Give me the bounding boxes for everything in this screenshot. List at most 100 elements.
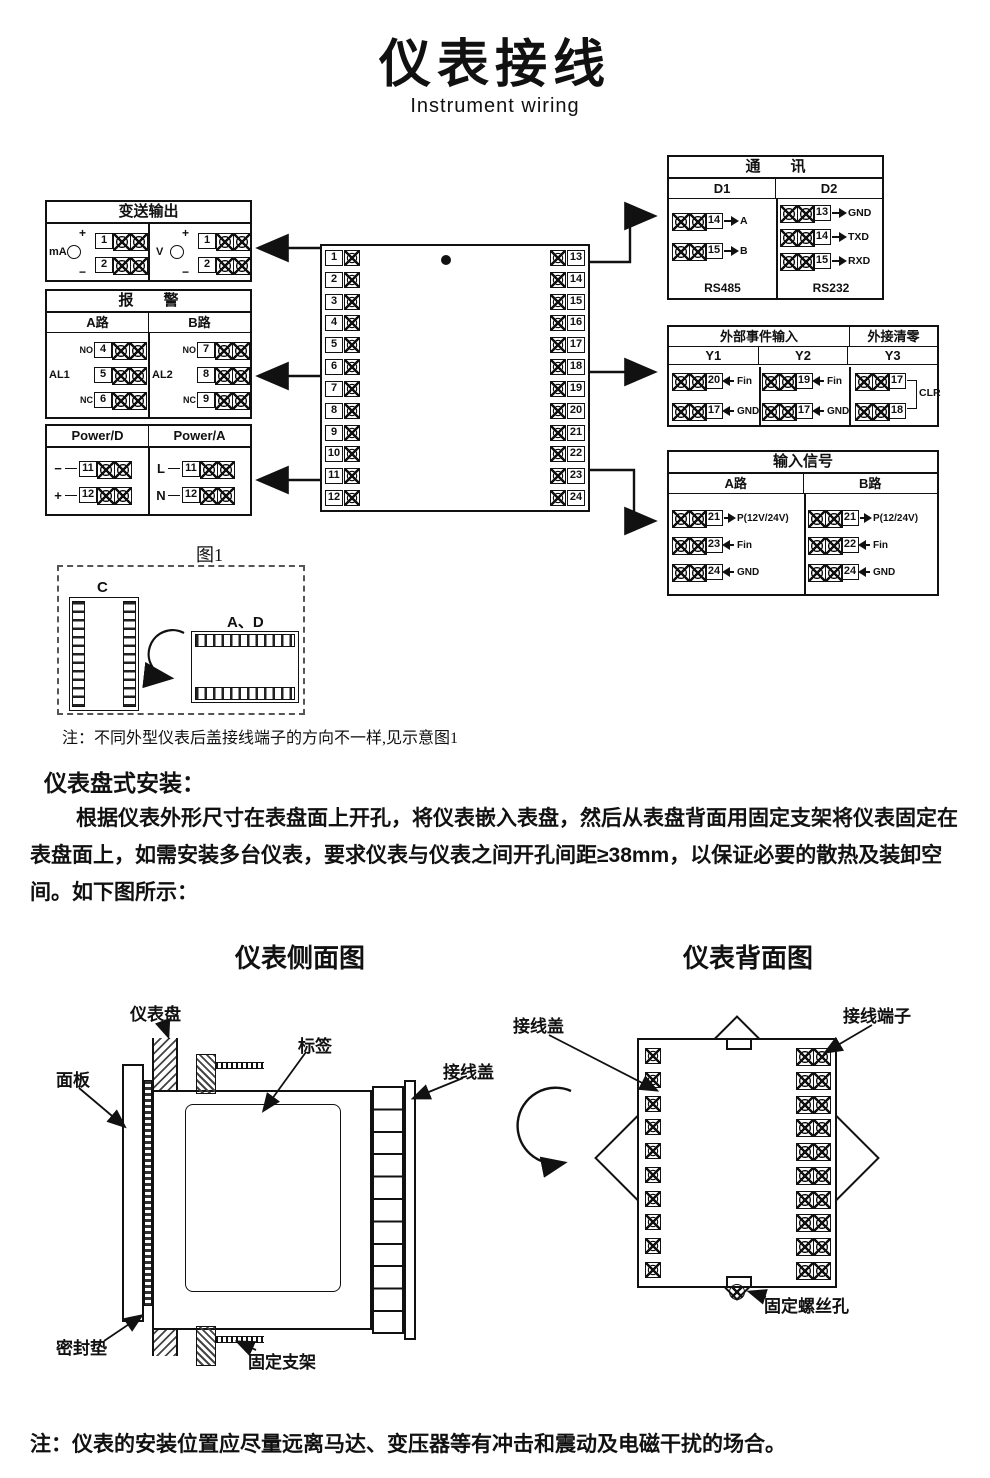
terminal-number: 3 <box>325 293 343 310</box>
screw-icon <box>344 337 360 354</box>
terminal-number: 17 <box>705 403 723 419</box>
contact-tag: NO <box>182 345 197 355</box>
terminal-number: 17 <box>795 403 813 419</box>
terminal: 20 <box>550 402 585 419</box>
v-label: V <box>156 246 164 258</box>
line-sign: L <box>157 461 165 477</box>
transmitter-ma-section: + mA − 1 2 <box>49 224 148 282</box>
rs232-label: RS232 <box>812 281 850 295</box>
page-subtitle: Instrument wiring <box>410 95 580 117</box>
label-wiring-cover-back: 接线盖 <box>513 1017 564 1036</box>
figure1-caption: 图1 <box>196 545 223 565</box>
terminal-number: 1 <box>95 232 113 249</box>
terminal-number: 5 <box>325 337 343 354</box>
terminal-number: 14 <box>813 229 831 245</box>
communication-title: 通讯 <box>669 157 882 179</box>
screw-terminals-icon <box>796 1048 831 1066</box>
wire-line <box>65 494 77 497</box>
signal-label: Fin <box>737 539 752 551</box>
terminal-column-left: 1 2 3 4 5 6 7 8 9 10 11 12 <box>325 250 360 506</box>
signal-label: A <box>740 215 748 227</box>
arrow-left-icon <box>858 567 870 576</box>
screw-icon <box>344 402 360 419</box>
terminal: 9 <box>325 424 360 441</box>
screw-terminals-icon <box>808 564 843 582</box>
screw-terminals-icon <box>216 257 251 276</box>
contact-tag: NC <box>183 395 196 405</box>
voltage-source-symbol: + V − <box>152 224 198 282</box>
source-circle-icon <box>170 245 184 259</box>
terminal-number: 24 <box>841 564 859 580</box>
rs485-label: RS485 <box>704 281 741 295</box>
terminal-number: 6 <box>325 359 343 376</box>
power-header: Power/D Power/A <box>47 426 250 448</box>
wire-line <box>168 467 180 470</box>
label-tag: 标签 <box>298 1037 332 1056</box>
terminal-number: 10 <box>325 446 343 463</box>
screw-terminals-icon <box>672 243 707 261</box>
screw-terminals-icon <box>796 1166 831 1185</box>
screw-icon <box>344 424 360 441</box>
screw-terminals-icon <box>796 1095 831 1114</box>
wire-line <box>168 494 180 497</box>
divider <box>776 199 778 300</box>
terminal: 12 <box>325 489 360 506</box>
terminal: 15 <box>550 293 585 310</box>
terminal: 11 <box>325 468 360 485</box>
terminal: 2 <box>325 271 360 288</box>
divider <box>148 333 150 419</box>
terminal-number: 19 <box>795 373 813 389</box>
signal-label: Fin <box>737 375 752 387</box>
terminal: 14 <box>550 271 585 288</box>
input-col-a: A路 <box>724 476 747 491</box>
screw-terminals-icon <box>796 1143 831 1162</box>
screw-terminals-icon <box>672 403 707 421</box>
terminal-strip <box>195 687 295 700</box>
screw-terminals-icon <box>780 205 815 223</box>
terminal: 3 <box>325 293 360 310</box>
terminal-row: 18 <box>855 403 939 421</box>
terminal-number: 4 <box>94 342 112 358</box>
seal-gasket <box>144 1080 152 1306</box>
terminal-number: 14 <box>567 271 585 288</box>
arrow-left-icon <box>812 376 824 385</box>
terminal-strip <box>72 601 85 707</box>
terminal-cover-plate <box>404 1080 416 1340</box>
screw-terminals-icon <box>113 257 148 276</box>
terminal-row: +12 <box>51 487 147 506</box>
terminal-number: 7 <box>197 342 215 358</box>
screw-icon <box>344 446 360 463</box>
signal-label: P(12/24V) <box>873 512 919 524</box>
screw-terminals-icon <box>672 373 707 391</box>
col-y1: Y1 <box>705 348 722 363</box>
screw-icon <box>344 359 360 376</box>
plus-sign: + <box>182 226 190 240</box>
screw-terminals-icon <box>780 229 815 247</box>
screw-icon <box>645 1238 661 1255</box>
connector-ad-label: A、D <box>227 614 264 631</box>
divider <box>849 367 851 427</box>
power-d-title: Power/D <box>71 428 124 443</box>
terminal: 5 <box>325 337 360 354</box>
connector-ad <box>191 631 299 703</box>
screw-icon <box>645 1190 661 1207</box>
terminal-number: 22 <box>841 537 859 553</box>
arrow-right-icon <box>832 208 847 217</box>
terminal-number: 21 <box>567 424 585 441</box>
terminal-number: 24 <box>705 564 723 580</box>
screw-terminals-icon <box>216 232 251 251</box>
screw-terminals-icon <box>796 1071 831 1090</box>
transmitter-v-section: + V − 1 2 <box>152 224 251 282</box>
main-terminal-block: 1 2 3 4 5 6 7 8 9 10 11 12 13 14 15 16 1… <box>320 244 590 512</box>
